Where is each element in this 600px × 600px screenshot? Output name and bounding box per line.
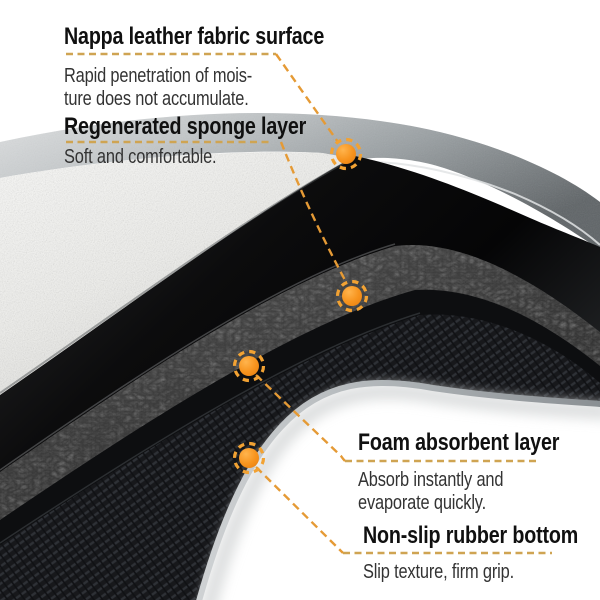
annotation-sponge: Regenerated sponge layer Soft and comfor… (64, 114, 306, 169)
surface-top-and-dome (0, 112, 600, 250)
surface-layer-marker (329, 137, 363, 171)
annotation-foam: Foam absorbent layer Absorb instantly an… (358, 430, 559, 514)
sponge-layer-marker (335, 279, 369, 313)
connector-sponge (279, 141, 348, 283)
layer-title-sponge: Regenerated sponge layer (64, 113, 307, 140)
connector-surface (275, 53, 339, 143)
annotation-surface: Nappa leather fabric surface Rapid penet… (64, 24, 324, 110)
annotation-rubber: Non-slip rubber bottom Slip texture, fir… (363, 523, 578, 584)
connector-foam (255, 374, 346, 462)
floor-background (197, 381, 600, 600)
layer-title-rubber: Non-slip rubber bottom (363, 522, 579, 549)
connector-rubber (255, 466, 344, 554)
rubber-bottom-edge (196, 379, 600, 600)
dome-edge-highlight (355, 160, 600, 246)
layer-description-rubber: Slip texture, firm grip. (363, 561, 515, 583)
layer-title-surface: Nappa leather fabric surface (64, 23, 325, 50)
rubber-layer-marker (232, 441, 266, 475)
layer-description-sponge: Soft and comfortable. (64, 146, 217, 168)
foam-layer-marker (232, 349, 266, 383)
callout-lines (66, 52, 552, 555)
mat-drop-shadow (202, 383, 600, 600)
layer-title-foam: Foam absorbent layer (358, 429, 560, 456)
layer-description-foam: Absorb instantly and evaporate quickly. (358, 469, 504, 514)
layer-markers (232, 137, 369, 475)
layer-description-surface: Rapid penetration of mois- ture does not… (64, 65, 253, 110)
